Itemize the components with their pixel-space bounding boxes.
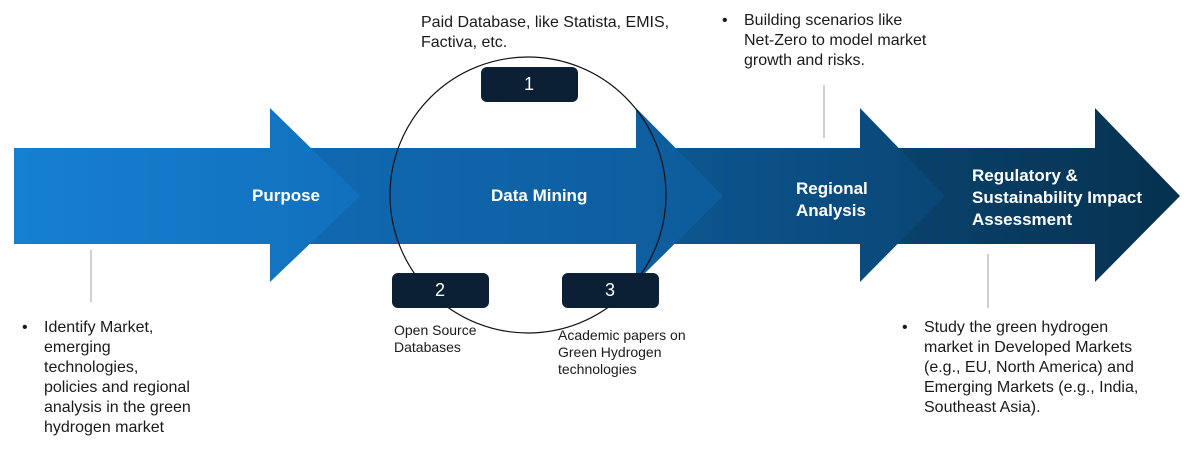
source-caption-1: Paid Database, like Statista, EMIS, Fact…: [421, 14, 670, 51]
purpose-note-text: Identify Market, emerging technologies, …: [44, 319, 191, 436]
source-badge-3: [562, 273, 659, 308]
bullet-icon: •: [902, 319, 908, 336]
regional-note: • Building scenarios like Net-Zero to mo…: [722, 11, 927, 96]
bullet-icon: •: [722, 12, 728, 29]
regulatory-note-text: Study the green hydrogen market in Devel…: [924, 319, 1139, 416]
source-caption-2: Open Source Databases: [394, 322, 477, 355]
stage-arrow-regional: [630, 108, 945, 282]
source-badge-1: [481, 67, 578, 102]
source-number-2: 2: [434, 280, 445, 300]
data-source-cycle: [389, 56, 667, 334]
purpose-note: • Identify Market, emerging technologies…: [22, 318, 197, 468]
regional-note-text: Building scenarios like Net-Zero to mode…: [744, 12, 927, 69]
regulatory-note: • Study the green hydrogen market in Dev…: [902, 318, 1152, 448]
source-caption-3: Academic papers on Green Hydrogen techno…: [558, 327, 686, 377]
bullet-icon: •: [22, 319, 28, 336]
stage-label-data-mining: Data Mining: [491, 186, 588, 205]
source-number-1: 1: [523, 74, 534, 94]
stage-label-regional: Regional Analysis: [796, 179, 868, 220]
stage-label-regulatory: Regulatory & Sustainability Impact Asses…: [972, 166, 1143, 229]
source-badge-2: [392, 273, 489, 308]
stage-label-purpose: Purpose: [252, 186, 321, 205]
stage-arrow-purpose: [14, 108, 360, 282]
source-number-3: 3: [604, 280, 615, 300]
stage-arrow-data-mining: [270, 108, 723, 282]
stage-arrow-regulatory: [860, 108, 1180, 282]
